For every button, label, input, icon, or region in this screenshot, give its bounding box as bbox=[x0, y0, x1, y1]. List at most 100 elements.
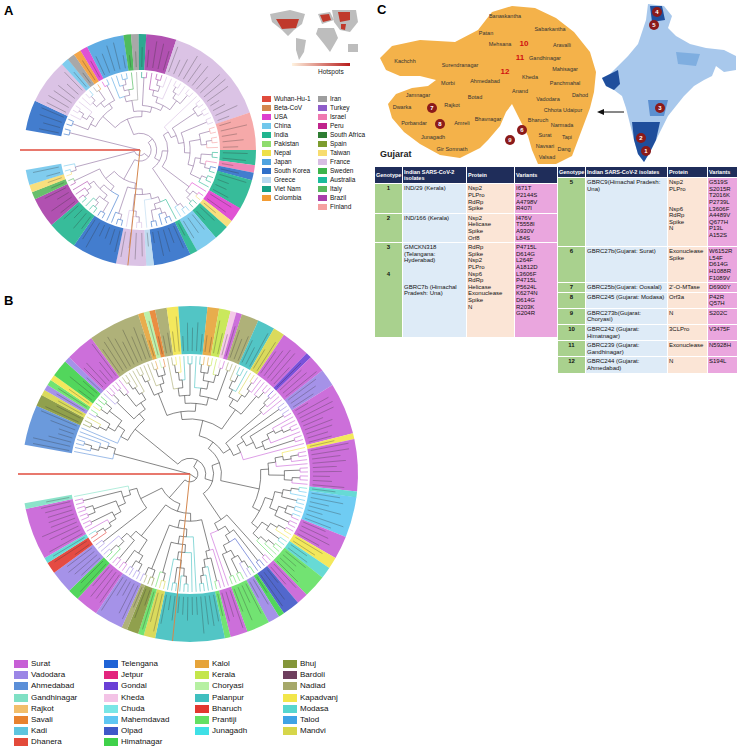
column-heading: Variants bbox=[516, 172, 556, 178]
tree-branch bbox=[215, 581, 217, 589]
isolate-name: GBRC239 (Gujarat: Gandhinagar) bbox=[587, 342, 666, 355]
tree-branch bbox=[217, 580, 221, 588]
table-cell: GBRC244 (Gujarat: Ahmedabad) bbox=[586, 357, 668, 373]
tree-branch bbox=[295, 506, 303, 508]
tree-branch bbox=[93, 530, 106, 541]
leaf-label-mark bbox=[58, 401, 82, 414]
district-label: Bhavnagar bbox=[475, 117, 502, 123]
legend-text: India bbox=[274, 132, 288, 139]
leaf-label-mark bbox=[230, 590, 243, 628]
variant-name: F1089V bbox=[709, 275, 736, 282]
leaf-label-mark bbox=[215, 106, 237, 116]
leaf-label-mark bbox=[205, 596, 208, 624]
tree-branch bbox=[77, 506, 85, 508]
variant-name: K6274N bbox=[516, 290, 556, 297]
tree-branch bbox=[295, 440, 303, 442]
tree-branch bbox=[200, 388, 209, 397]
legend-swatch bbox=[195, 716, 209, 724]
district-label: Bharuch bbox=[528, 118, 549, 124]
tree-branch bbox=[160, 376, 164, 385]
tree-branch bbox=[298, 455, 306, 457]
leaf-label-mark bbox=[313, 466, 337, 467]
table-cell: N bbox=[668, 357, 708, 373]
leaf-label-mark bbox=[192, 328, 193, 351]
legend-item: Chuda bbox=[104, 705, 145, 713]
legend-text: Pakistan bbox=[274, 141, 299, 148]
tree-branch bbox=[219, 360, 221, 368]
tree-branch bbox=[195, 113, 202, 117]
tree-branch bbox=[97, 416, 110, 428]
legend-swatch bbox=[262, 195, 271, 201]
district-label: Botad bbox=[468, 95, 482, 101]
hotspot-region bbox=[338, 12, 350, 22]
tree-branch bbox=[105, 523, 112, 530]
tree-branch bbox=[93, 103, 101, 107]
tree-branch bbox=[75, 447, 91, 451]
tree-branch bbox=[142, 375, 148, 382]
legend-swatch bbox=[104, 738, 118, 746]
leaf-label-mark bbox=[257, 577, 267, 592]
clade-ring bbox=[216, 112, 256, 150]
table-cell: GBRC9(Himachal Pradesh: Una) bbox=[586, 178, 668, 247]
leaf-label-mark bbox=[230, 330, 239, 358]
leaf-label-mark bbox=[234, 589, 243, 612]
header-cell: Indian SARS-CoV-2 isolates bbox=[586, 167, 668, 178]
tree-branch bbox=[153, 161, 178, 205]
legend-swatch bbox=[104, 660, 118, 668]
legend-text: Mandvi bbox=[300, 727, 326, 735]
tree-branch bbox=[102, 212, 105, 218]
tree-branch bbox=[122, 563, 127, 571]
tree-branch bbox=[262, 556, 267, 563]
table-cell: 9 bbox=[558, 308, 586, 324]
district-label: Valsad bbox=[539, 155, 555, 161]
tree-branch bbox=[142, 72, 144, 78]
legend-swatch bbox=[262, 141, 271, 147]
tree-branch bbox=[125, 73, 127, 79]
tree-branch bbox=[76, 188, 87, 194]
leaf-label-mark bbox=[311, 443, 349, 450]
tree-branch bbox=[267, 431, 274, 439]
tree-branch bbox=[139, 553, 143, 562]
tree-branch bbox=[247, 383, 251, 391]
leaf-label-mark bbox=[283, 555, 296, 567]
leaf-label-mark bbox=[49, 534, 82, 552]
tree-branch bbox=[91, 426, 99, 429]
clade-ring bbox=[178, 306, 207, 355]
isolate-name: GBRC9(Himachal Pradesh: Una) bbox=[587, 179, 666, 192]
tree-branch bbox=[278, 539, 284, 545]
table-cell: 6 bbox=[558, 247, 586, 283]
legend-text: Vadodara bbox=[31, 671, 65, 679]
leaf-label-mark bbox=[213, 104, 225, 110]
legend-text: Kalol bbox=[212, 660, 230, 668]
leaf-label-mark bbox=[213, 595, 218, 622]
tree-branch bbox=[110, 547, 121, 560]
tree-branch bbox=[232, 375, 238, 382]
tree-branch bbox=[292, 513, 300, 516]
tree-branch bbox=[152, 577, 155, 585]
tree-branch bbox=[139, 153, 149, 156]
tree-branch bbox=[184, 143, 190, 153]
tree-branch bbox=[230, 365, 236, 381]
genotype-number: 11 bbox=[559, 342, 584, 349]
tree-branch bbox=[163, 132, 168, 151]
legend-swatch bbox=[283, 727, 297, 735]
tree-branch bbox=[213, 442, 230, 453]
column-heading: Indian SARS-CoV-2 isolates bbox=[587, 169, 666, 175]
leaf-label-mark bbox=[187, 597, 188, 621]
protein-name: Spike bbox=[468, 228, 513, 235]
isolate-name: GBRC27b(Gujarat: Surat) bbox=[587, 248, 666, 255]
leaf-label-mark bbox=[196, 211, 204, 220]
leaf-label-mark bbox=[312, 456, 340, 459]
tree-branch bbox=[178, 372, 182, 380]
tree-branch bbox=[124, 179, 136, 188]
leaf-label-mark bbox=[311, 493, 339, 498]
tree-branch bbox=[177, 95, 188, 103]
leaf-label-mark bbox=[132, 337, 142, 361]
leaf-label-mark bbox=[192, 66, 208, 85]
tree-branch bbox=[98, 84, 101, 90]
tree-branch bbox=[175, 583, 177, 591]
header-cell: Protein bbox=[668, 167, 708, 178]
tree-branch bbox=[212, 152, 218, 154]
leaf-label-mark bbox=[142, 592, 154, 630]
legend-swatch bbox=[104, 682, 118, 690]
